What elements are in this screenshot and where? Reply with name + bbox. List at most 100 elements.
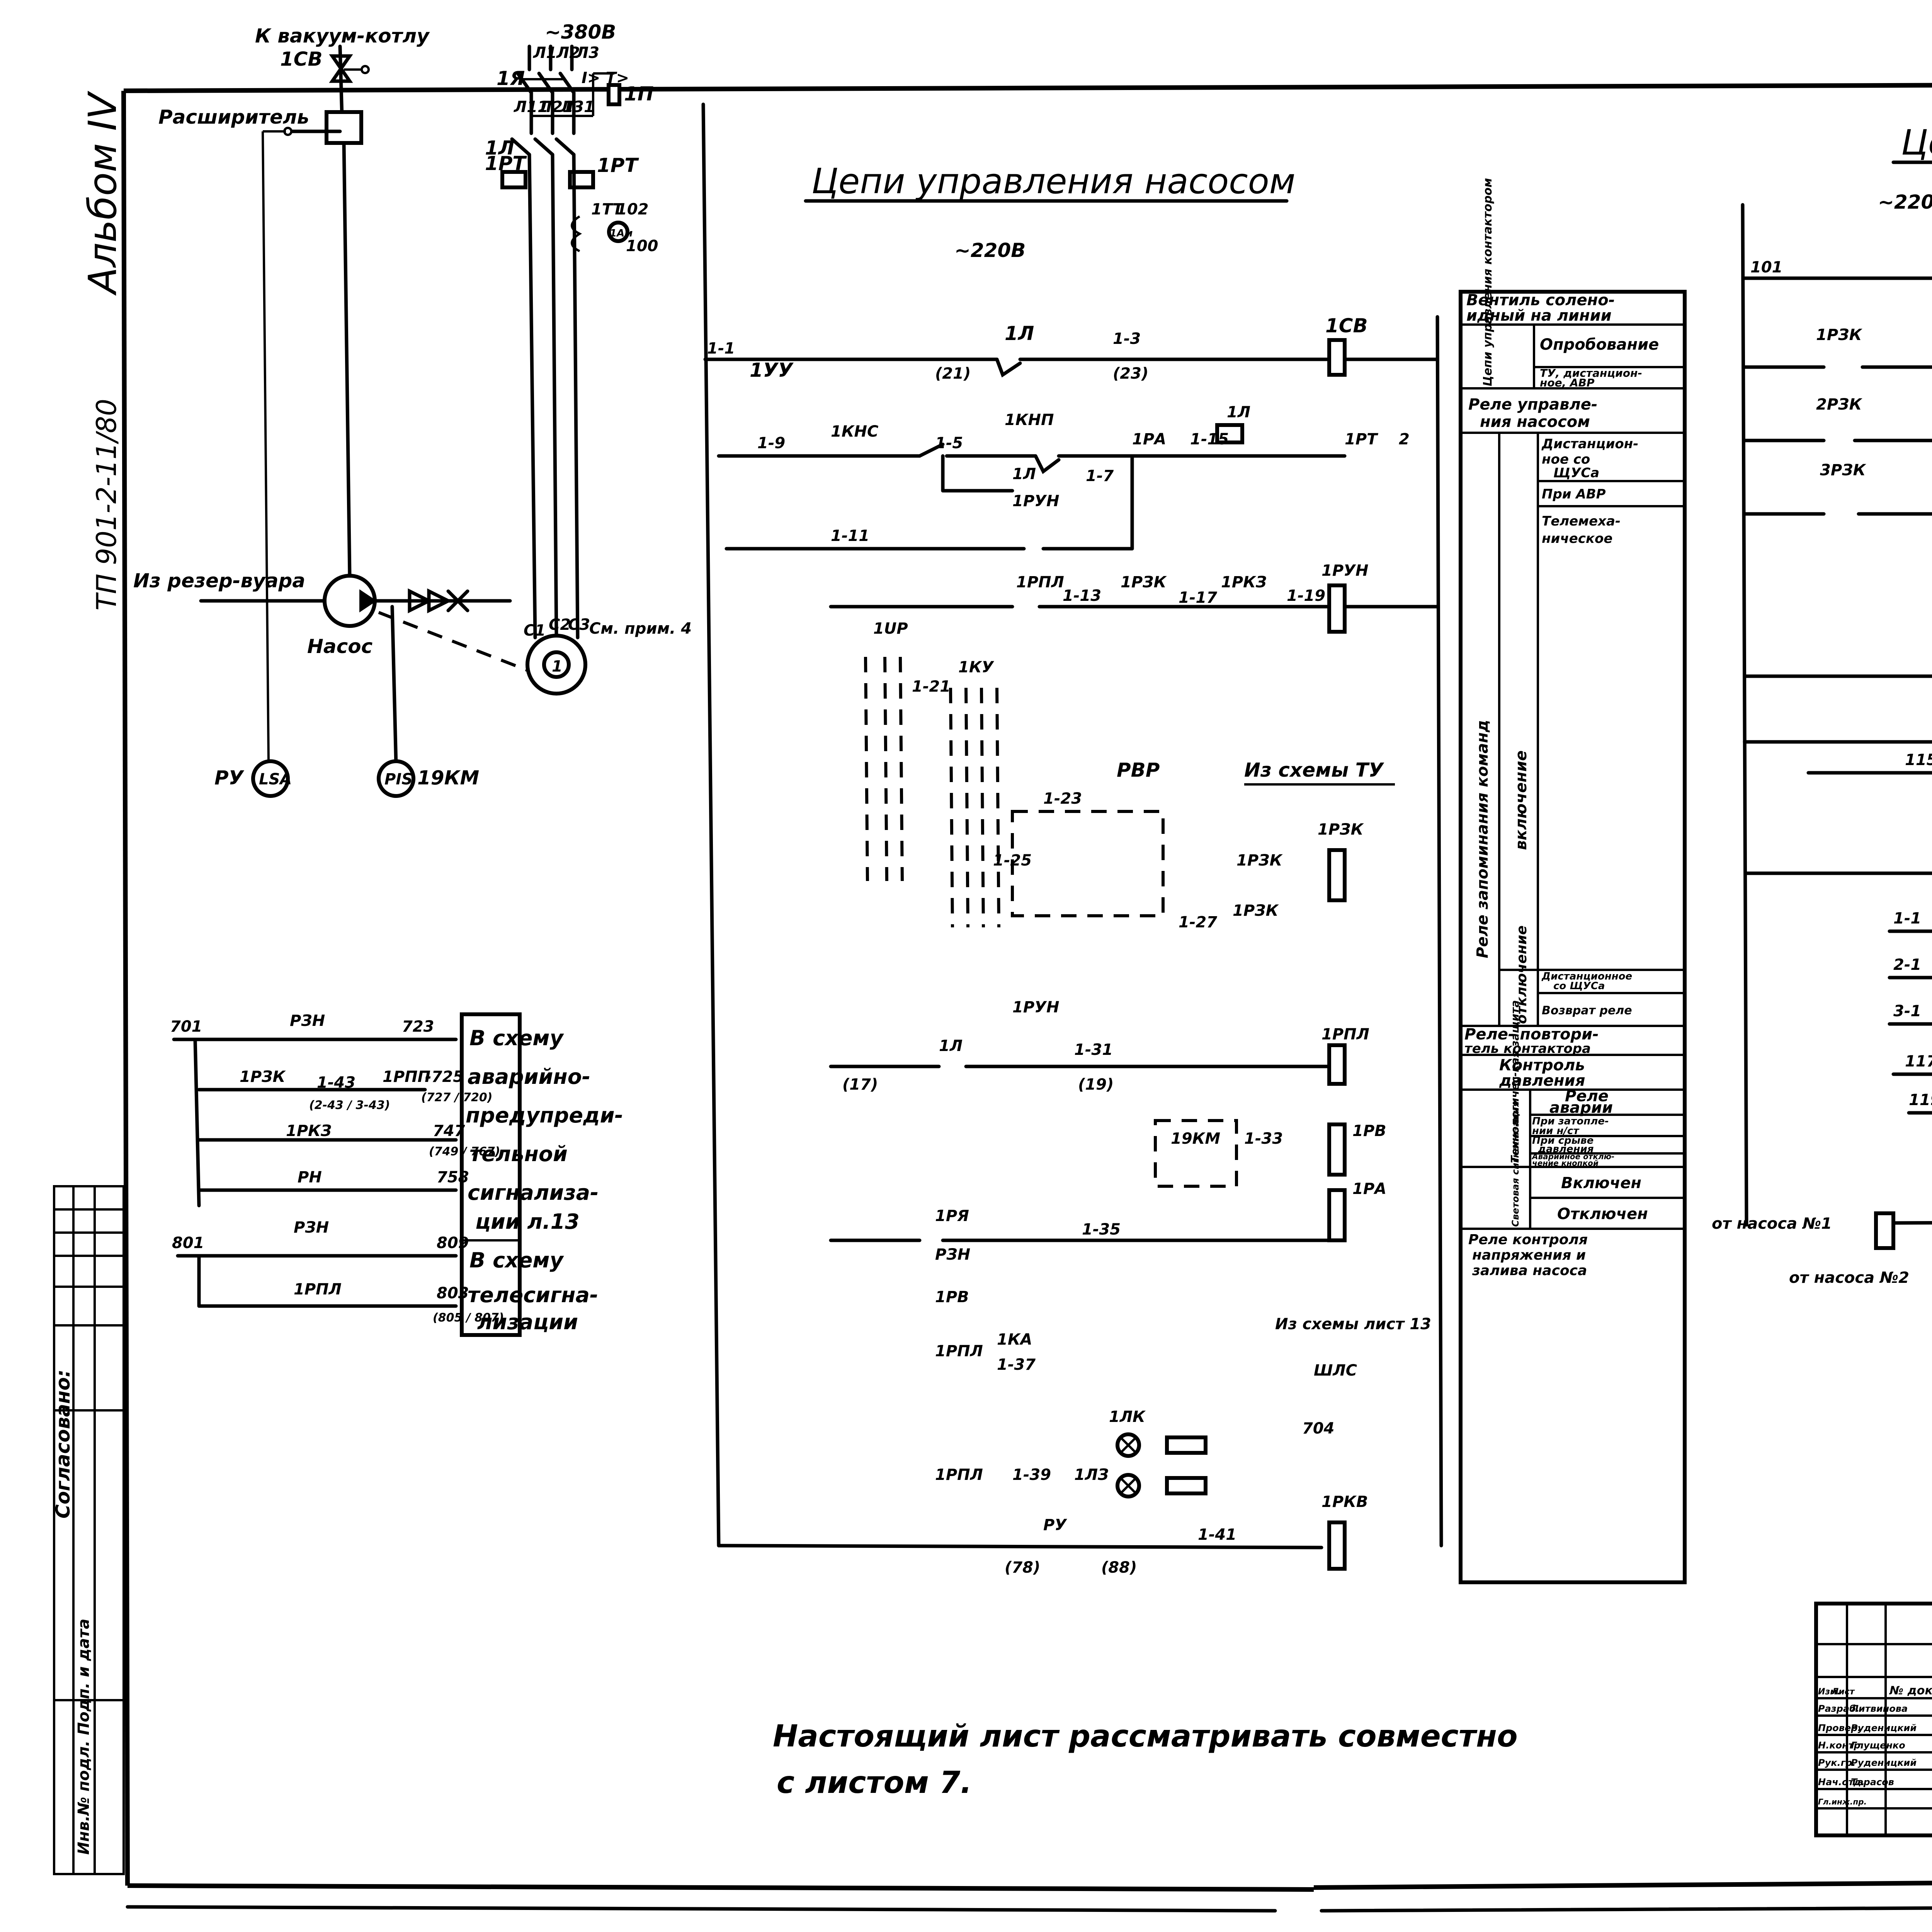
tb-role-3: Н.контр. [1818,1740,1864,1751]
svg-text:ное, АВР: ное, АВР [1540,376,1595,389]
node-1-35: 1-35 [1082,1221,1121,1238]
contact-1rzk-b-label: 1РЗК [1236,852,1283,869]
coil-1rv [1327,1122,1347,1177]
node-1-33: 1-33 [1244,1130,1283,1148]
svg-text:Реле контроля: Реле контроля [1468,1232,1588,1248]
tb-name-2: Руденицкий [1851,1723,1917,1733]
contact-1rzk-abr-label: 1РЗК [1816,326,1863,344]
node-1-7: 1-7 [1086,467,1114,485]
svg-text:Возврат реле: Возврат реле [1542,1004,1632,1017]
contact-rzn-1-label: РЗН [290,1012,325,1030]
wire-704: 704 [1302,1420,1335,1437]
note-line-1: Настоящий лист рассматривать совместно [773,1719,1518,1754]
wire-803: 803 [437,1284,469,1302]
button-1knp-label: 1КНП [1005,411,1054,429]
to-vacuum-boiler-label: К вакуум-котлу [255,25,430,47]
contactor-label: 1Л [485,137,514,159]
tb-name-5: Тарасов [1851,1777,1894,1787]
svg-text:Дистанционное: Дистанционное [1541,971,1632,982]
valve-label: 1СВ [280,48,323,70]
wire-758: 758 [437,1168,469,1186]
svg-text:При АВР: При АВР [1542,486,1606,502]
svg-text:предупреди-: предупреди- [466,1103,623,1128]
svg-text:Световая сигнализация: Световая сигнализация [1510,1101,1521,1227]
svg-text:Контроль: Контроль [1499,1056,1585,1074]
thermal-relay-1 [500,170,527,189]
left-stamp [53,1185,125,1875]
svg-text:Реле запоминания команд: Реле запоминания команд [1474,720,1492,958]
note-line-2: с листом 7. [777,1765,972,1800]
album-label: Альбом IV [80,90,125,296]
coil-1run [1327,583,1347,634]
wire-701: 701 [170,1018,202,1036]
ru-label: РУ [214,767,245,789]
coil-1rkv [1327,1520,1347,1571]
contact-1l-label: 1Л [1005,322,1034,345]
svg-text:В схему: В схему [469,1026,565,1050]
wire-101: 101 [1750,259,1783,276]
signal-circuit: 701 РЗН 723 1РЗК 1-43 (2-43 / 3-43) 1РПП… [170,1012,522,1337]
ct-label: 1ТТ [591,201,624,218]
pis-tag-label: 19КМ [417,767,479,789]
phase-l2-label: Л2 [556,44,580,62]
signal-target-box [460,1012,522,1337]
node-1-17: 1-17 [1179,589,1217,607]
svg-text:Аварийное отклю-: Аварийное отклю- [1531,1152,1614,1161]
svg-text:лизации: лизации [477,1310,578,1334]
svg-text:ническое: ническое [1542,531,1612,546]
contact-1rzk-c-label: 1РЗК [1233,902,1279,920]
solenoid-valve-icon [329,54,353,83]
shls-label: ШЛС [1314,1362,1357,1379]
contact-rzn-2-label: РЗН [294,1219,329,1236]
abr-circuit: Цепи АВР насосов ~220В из схемы питания … [1712,122,1932,1287]
contact-1rya-label: 1РЯ [935,1207,969,1225]
phase-out-l31: Л31 [560,98,595,116]
switch-1ky-label: 1КУ [958,658,995,676]
svg-text:Технологичес-кая защита: Технологичес-кая защита [1509,1000,1521,1163]
svg-text:Реле- повтори-: Реле- повтори- [1464,1026,1599,1043]
svg-text:аварии: аварии [1549,1099,1613,1117]
svg-text:Вентиль солено-: Вентиль солено- [1466,291,1615,309]
coil-1sv-label: 1СВ [1325,315,1368,337]
tb-name-3: Глущенко [1851,1740,1905,1751]
tb-role-4: Рук.гр. [1818,1757,1855,1768]
contact-rzn-label: РЗН [935,1246,970,1264]
sensor-vessel-1 [1874,1211,1895,1250]
expander-tank [325,110,363,145]
tb-role-2: Провер. [1818,1723,1861,1733]
level-switch-lsa [251,759,290,798]
title-block [1814,1602,1932,1837]
resistor-2 [1165,1476,1208,1495]
power-circuit: ~380В Л1 Л2 Л3 1Я I> T> Л11 Л21 Л31 1П 1… [485,21,692,696]
contact-1l-b-label: 1Л [1012,465,1036,483]
drawing-frame [121,83,1932,1892]
contact-1rpl-label: 1РПЛ [1016,573,1064,591]
lsa-label: LSA [259,770,292,788]
wire-117: 117 [1905,1053,1932,1070]
switch-1uy-label: 1УУ [750,359,794,381]
motor-term-c2: С2 [549,616,571,634]
node-1-5: 1-5 [935,434,963,452]
tb-col-list: Лист [1831,1687,1855,1697]
wire-725: -725 [425,1068,464,1086]
node-1-23: 1-23 [1043,790,1082,808]
contact-1rpl-sig-label: 1РПЛ [294,1281,342,1298]
button-1knc-label: 1КНС [831,423,878,440]
wire-119: 119 [1909,1091,1932,1109]
from-pump-1-label: от насоса №1 [1712,1215,1832,1233]
wire-100: 100 [626,237,658,255]
tb-name-4: Руденицкий [1851,1757,1917,1768]
node-1-9: 1-9 [757,434,785,452]
contact-1rpp-label: 1РПП [383,1068,430,1086]
node-1-31: 1-31 [1074,1041,1113,1059]
svg-text:ции л.13: ции л.13 [475,1209,580,1234]
lamp-1lz-label: 1ЛЗ [1074,1466,1109,1484]
pressure-switch-pis [377,759,415,798]
row-1-1: 1-1 [1893,910,1921,927]
ammeter-label: 1Ам [610,228,633,239]
svg-text:Реле: Реле [1565,1087,1609,1105]
svg-text:залива насоса: залива насоса [1472,1263,1587,1279]
breaker-trip-label: I> T> [582,69,629,87]
control-circuit: Цепи управления насосом ~220В 1-1 1УУ (2… [701,102,1443,1577]
contact-1l-c-label: 1Л [939,1037,963,1055]
